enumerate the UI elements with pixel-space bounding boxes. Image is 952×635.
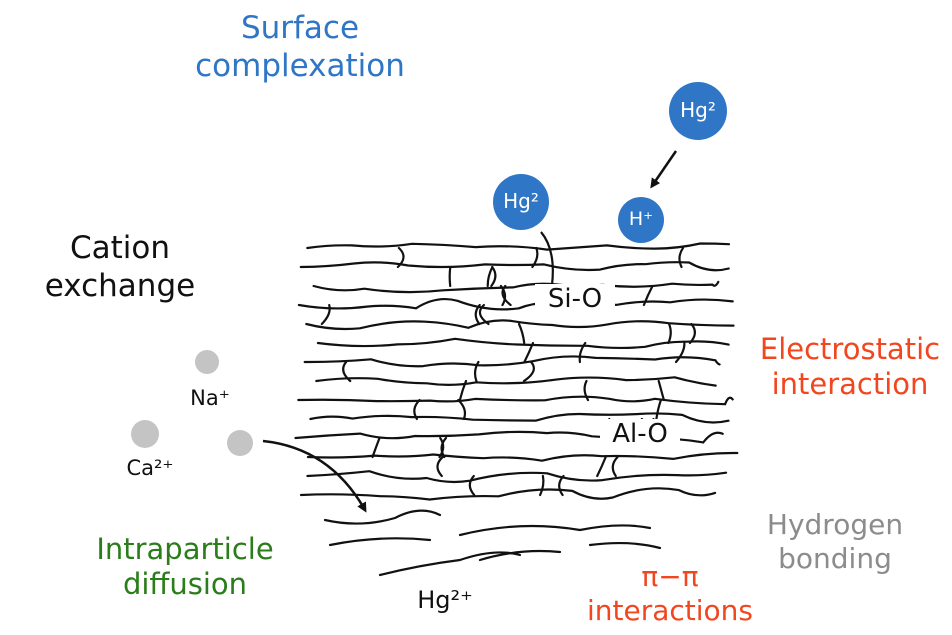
sheet-crosslink: [578, 341, 587, 364]
ion-circle: [227, 430, 253, 456]
sheet-crosslink: [396, 246, 405, 269]
sheet-layer: [297, 298, 734, 311]
sheet-crosslink: [558, 474, 565, 497]
label-line: Hydrogen: [766, 508, 904, 541]
label-line: Electrostatic: [759, 332, 941, 366]
sheet-crosslink: [678, 246, 685, 269]
sheet-layer: [299, 487, 717, 501]
sheet-layer: [315, 376, 717, 387]
hg-ion-top-circle: [669, 82, 727, 140]
sheet-crosslink: [448, 265, 452, 288]
hg-ion-left-label: Hg²: [503, 189, 539, 213]
surface-complexation-label: Surface complexation: [170, 10, 430, 86]
sheet-crosslink: [468, 474, 476, 497]
si-o-group-label: Si-O: [535, 284, 615, 316]
sheet-crosslink: [457, 398, 467, 421]
sheet-layer: [294, 430, 724, 444]
label-line: Intraparticle: [96, 532, 274, 566]
sheet-crosslink: [688, 322, 696, 345]
sheet-fragment: [323, 509, 442, 525]
label-line: interactions: [586, 594, 754, 628]
sheet-layer: [316, 337, 730, 350]
hg-ion-top-label: Hg²: [680, 98, 716, 122]
sheet-crosslink: [436, 455, 444, 478]
sheet-crosslink: [522, 360, 535, 383]
hg-bond-line: [540, 231, 554, 286]
sheet-crosslink: [596, 455, 607, 478]
diffusion-arrow: [262, 439, 367, 513]
sheet-layer: [299, 261, 730, 272]
label-line: exchange: [44, 267, 196, 304]
hg-ion-left-circle: [493, 174, 549, 230]
sheet-crosslink: [486, 265, 494, 288]
pi-pi-interactions-label: π−π interactions: [565, 560, 775, 628]
sheet-fragment: [378, 551, 522, 577]
sheet-crosslink: [667, 322, 672, 345]
sheet-crosslink: [517, 322, 526, 345]
sheet-layer: [306, 470, 728, 484]
sheet-crosslink: [499, 284, 507, 307]
cation-exchange-label: Cation exchange: [20, 230, 220, 306]
sheet-crosslink: [642, 284, 654, 307]
label-line: Cation: [69, 230, 171, 266]
sheet-crosslink: [674, 341, 686, 364]
label-line: diffusion: [122, 567, 248, 602]
sheet-layer: [306, 451, 739, 462]
label-line: π−π: [641, 560, 699, 593]
label-line: Surface: [240, 10, 360, 46]
intraparticle-diffusion-label: Intraparticle diffusion: [80, 532, 290, 603]
sheet-layer: [306, 242, 731, 251]
sheet-crosslink: [657, 379, 665, 402]
ca-ion-label: Ca²⁺: [126, 456, 174, 480]
label-line: bonding: [778, 542, 892, 576]
h-plus-ion-label: H⁺: [628, 208, 654, 230]
sheet-crosslink: [458, 379, 468, 402]
hg-ion-bottom-label: Hg²⁺: [417, 586, 473, 614]
sheet-layer: [309, 412, 730, 424]
na-ion-circle: [195, 350, 219, 374]
sheet-fragment: [478, 549, 562, 562]
layered-sheets: [294, 242, 739, 577]
sheet-crosslink: [523, 341, 535, 364]
electrostatic-interaction-label: Electrostatic interaction: [745, 332, 952, 403]
label-line: interaction: [771, 367, 929, 402]
sheet-crosslink: [501, 284, 512, 307]
h-plus-ion-circle: [618, 197, 664, 243]
sheet-crosslink: [474, 303, 481, 326]
sheet-crosslink: [583, 379, 590, 402]
hg-to-h-arrow: [650, 150, 678, 189]
hydrogen-bonding-label: Hydrogen bonding: [740, 508, 930, 576]
sheet-fragment: [328, 537, 432, 547]
sheet-crosslink: [539, 474, 545, 497]
sheet-crosslink: [320, 303, 331, 326]
sheet-layer: [312, 280, 720, 294]
sheet-crosslink: [371, 436, 381, 459]
sheet-crosslink: [473, 360, 480, 383]
sheet-crosslink: [490, 265, 497, 288]
na-ion-label: Na⁺: [190, 386, 230, 410]
sheet-crosslink: [611, 455, 619, 478]
al-o-group-label: Al-O: [600, 419, 680, 451]
label-line: complexation: [195, 47, 405, 84]
ca-ion-circle: [131, 420, 159, 448]
sheet-crosslink: [655, 398, 662, 421]
sheet-layer: [297, 395, 734, 406]
sheet-fragment: [588, 542, 662, 550]
sheet-layer: [305, 319, 735, 331]
sheet-fragment: [458, 524, 652, 537]
sheet-layer: [303, 355, 721, 368]
